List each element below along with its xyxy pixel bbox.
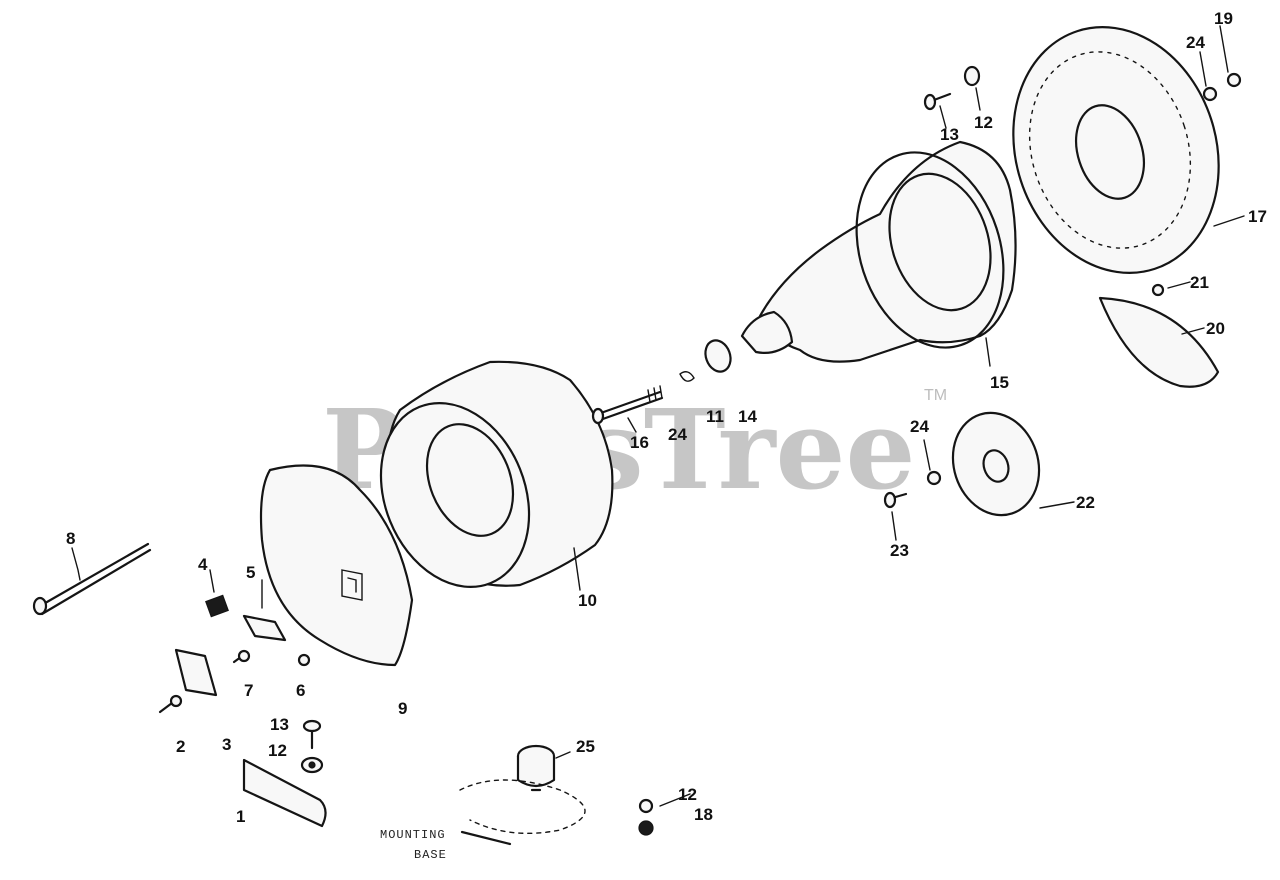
part-nut-19 xyxy=(1226,72,1242,88)
part-screw-2 xyxy=(158,694,183,714)
part-washer-12-bottom xyxy=(300,756,324,774)
callout-10: 10 xyxy=(578,591,597,610)
part-bolt-13-bottom xyxy=(302,719,322,750)
callout-4: 4 xyxy=(198,555,208,574)
part-drum xyxy=(379,360,614,589)
part-disc-17 xyxy=(1012,26,1220,274)
callout-12-right: 12 xyxy=(678,785,697,804)
part-washer-12-top xyxy=(963,65,981,87)
callout-2: 2 xyxy=(176,737,185,756)
callout-18: 18 xyxy=(694,805,713,824)
part-motor-15 xyxy=(740,140,1017,363)
part-clip-4 xyxy=(205,594,229,618)
callout-5: 5 xyxy=(246,563,255,582)
part-clip-21 xyxy=(1151,283,1165,297)
mounting-base-label-line1: MOUNTING xyxy=(380,828,446,842)
leader-lines xyxy=(71,25,1245,807)
part-nut-18 xyxy=(638,820,654,836)
part-bolt-23 xyxy=(883,491,908,509)
part-mount-25 xyxy=(516,744,556,792)
callout-24-right: 24 xyxy=(910,417,929,436)
part-bracket-5 xyxy=(242,614,287,642)
part-screw-7 xyxy=(232,649,251,664)
mounting-base-label-line2: BASE xyxy=(414,848,447,862)
callout-24-mid: 24 xyxy=(668,425,687,444)
callout-13-top: 13 xyxy=(940,125,959,144)
callout-12-bottom: 12 xyxy=(268,741,287,760)
mounting-base-outline xyxy=(459,779,586,846)
callout-16: 16 xyxy=(630,433,649,452)
part-rod xyxy=(32,542,152,616)
callout-14: 14 xyxy=(738,407,757,426)
callout-12-top: 12 xyxy=(974,113,993,132)
callout-6: 6 xyxy=(296,681,305,700)
part-spring-24-mid xyxy=(679,371,695,382)
part-cap-11 xyxy=(704,339,732,373)
callout-3: 3 xyxy=(222,735,231,754)
part-plate-3 xyxy=(174,648,218,697)
callout-9: 9 xyxy=(398,699,407,718)
callout-13-bottom: 13 xyxy=(270,715,289,734)
part-nut-6 xyxy=(297,653,311,667)
callout-20: 20 xyxy=(1206,319,1225,338)
part-nut-12-right xyxy=(638,798,654,814)
callout-8: 8 xyxy=(66,529,75,548)
callout-15: 15 xyxy=(990,373,1009,392)
callout-25: 25 xyxy=(576,737,595,756)
callout-17: 17 xyxy=(1248,207,1267,226)
callout-21: 21 xyxy=(1190,273,1209,292)
part-washer-24-top xyxy=(1202,86,1218,102)
part-lockwasher-24-right xyxy=(926,470,942,486)
callout-24-top: 24 xyxy=(1186,33,1205,52)
part-blade-20 xyxy=(1098,296,1220,388)
callout-19: 19 xyxy=(1214,9,1233,28)
watermark-trademark: TM xyxy=(924,387,947,404)
callout-1: 1 xyxy=(236,807,245,826)
part-bolt-16 xyxy=(591,385,664,425)
callout-23: 23 xyxy=(890,541,909,560)
part-bar-1 xyxy=(242,758,327,828)
callout-11: 11 xyxy=(706,407,724,426)
part-washer-22 xyxy=(951,411,1041,517)
callout-7: 7 xyxy=(244,681,253,700)
callout-22: 22 xyxy=(1076,493,1095,512)
part-cover-plate xyxy=(259,464,414,667)
part-bolt-13-top xyxy=(923,92,952,111)
